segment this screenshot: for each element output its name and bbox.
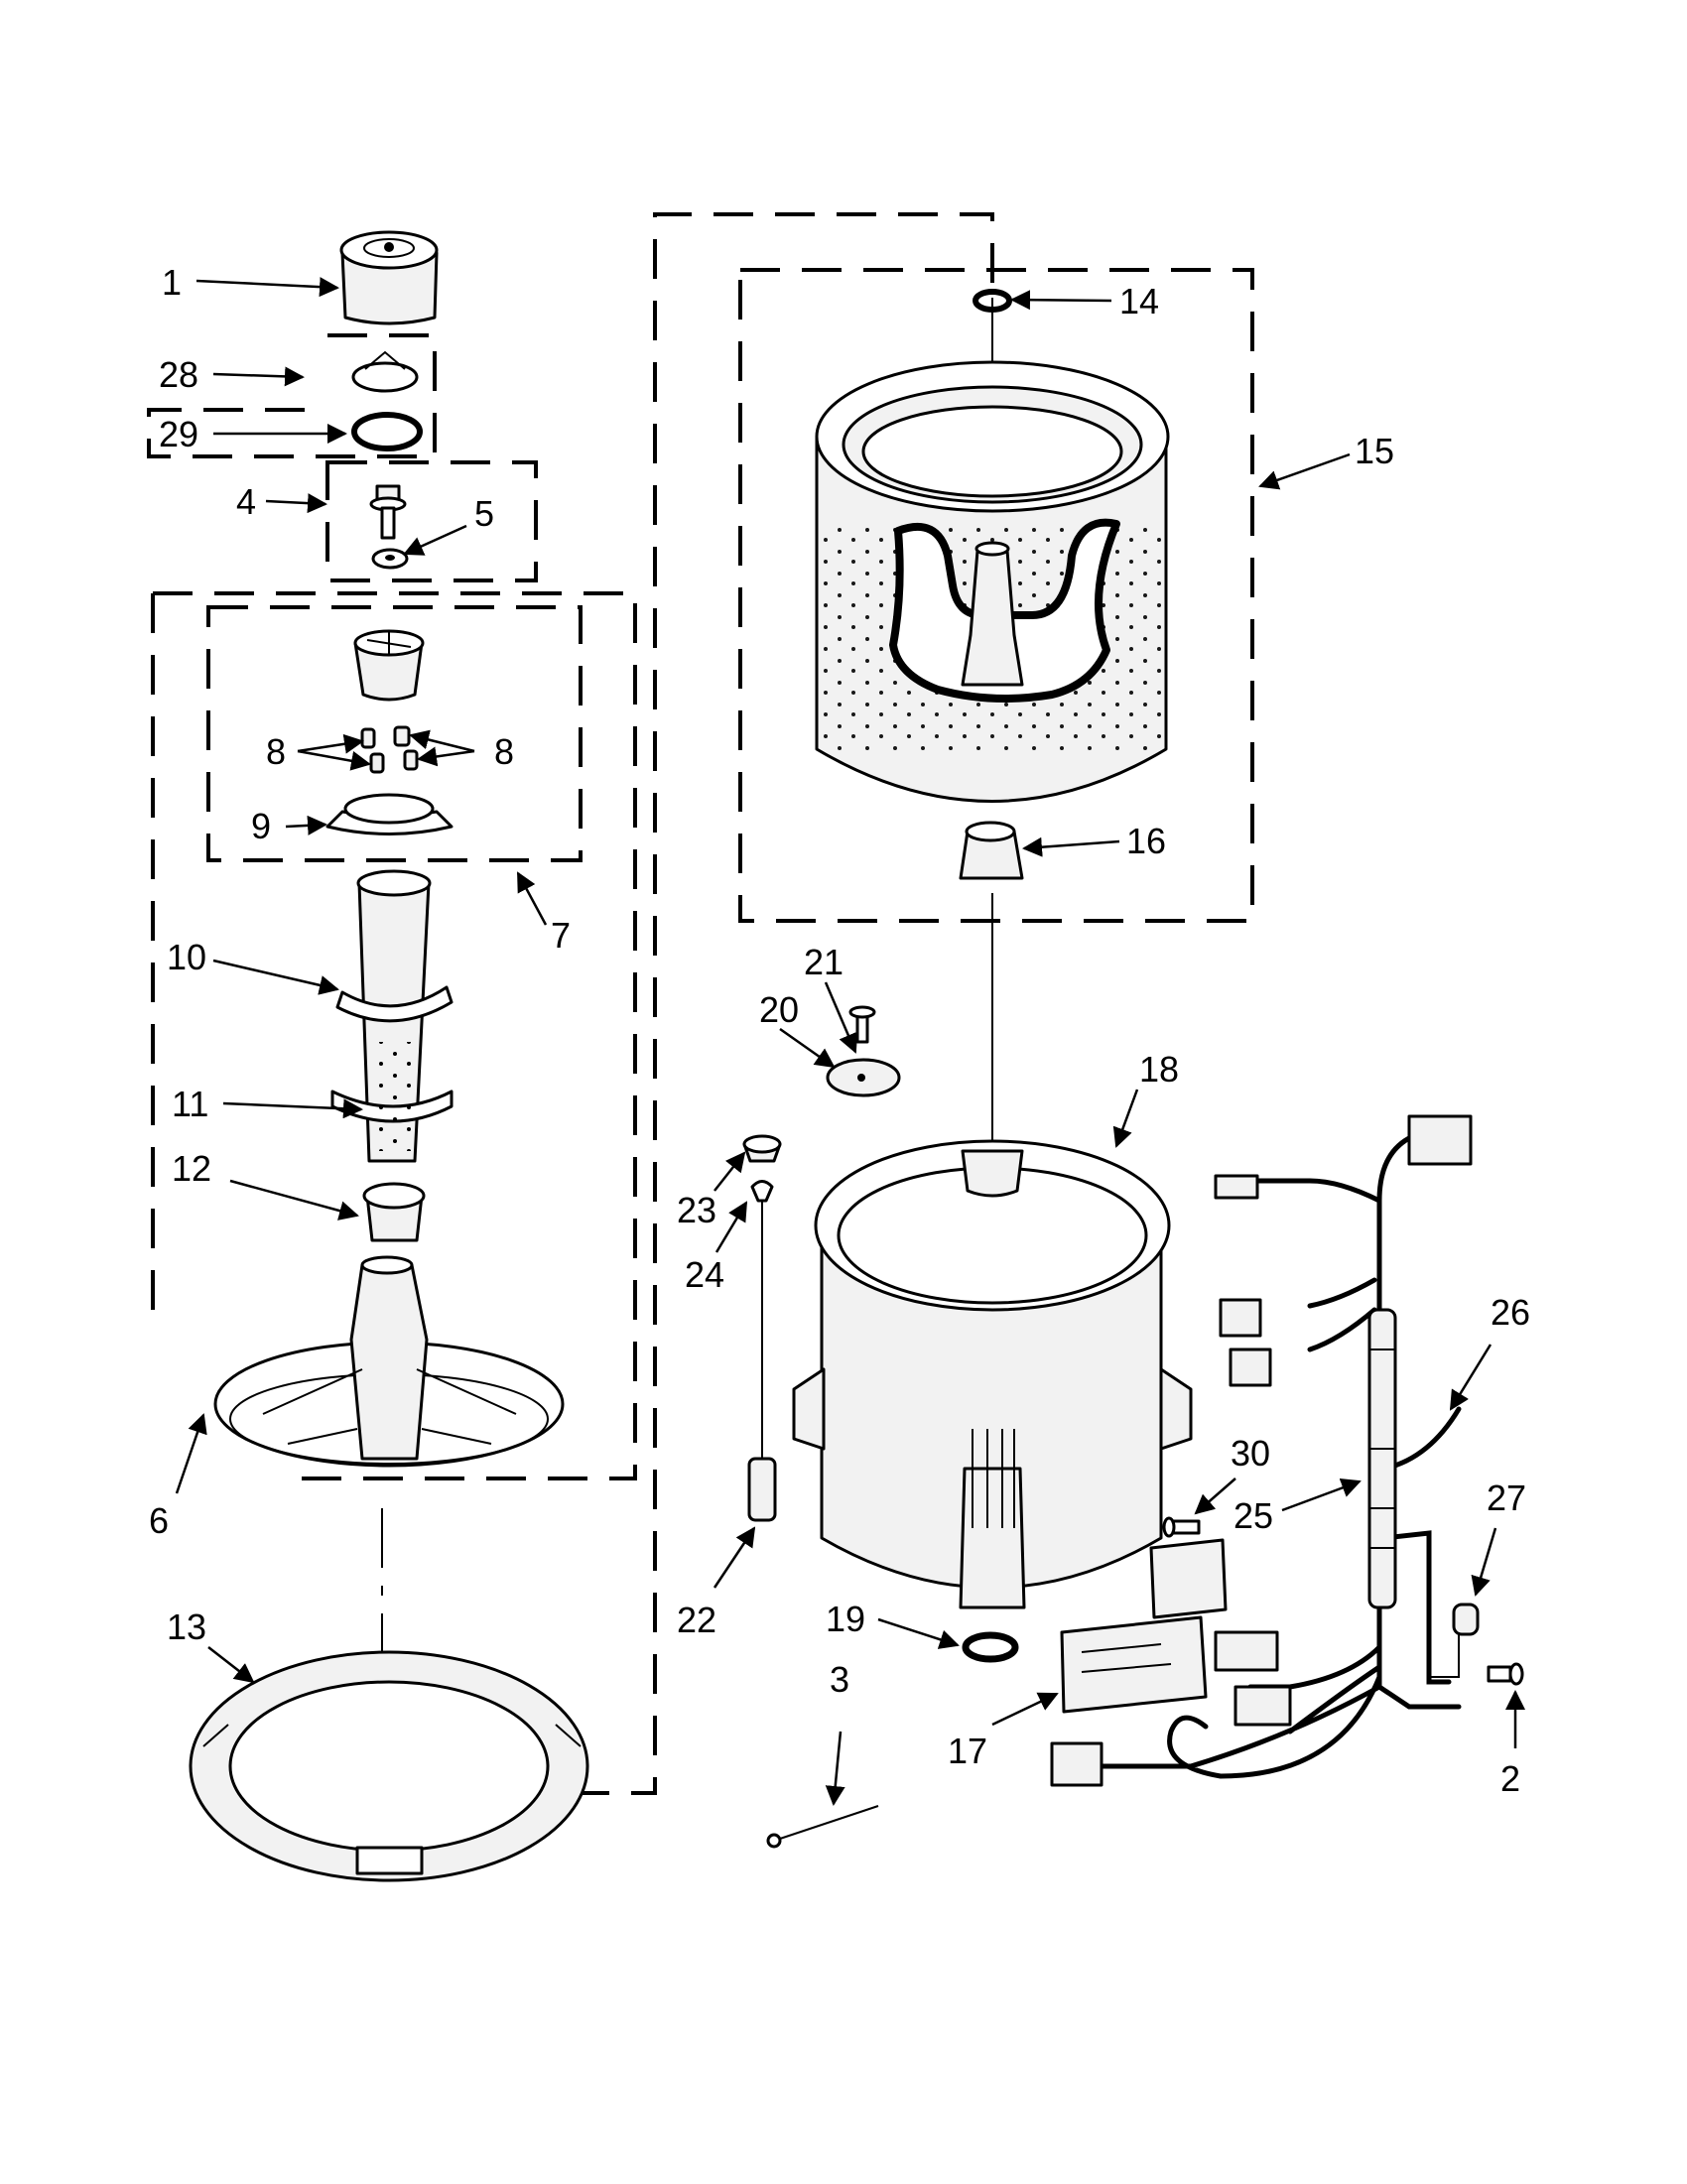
callout-16: 16 [1126,821,1166,861]
part-auger [330,869,454,1163]
group-box-6 [151,591,637,1480]
callout-3: 3 [830,1659,849,1700]
callout-4: 4 [236,481,256,522]
part-seal-ring [351,412,423,451]
callout-21: 21 [804,942,844,982]
callout-15: 15 [1355,431,1394,471]
callout-30: 30 [1231,1433,1270,1474]
callout-23: 23 [677,1190,716,1230]
callout-24: 24 [685,1254,724,1295]
callout-26: 26 [1491,1292,1530,1333]
group-box-15 [738,268,1254,923]
part-agitator-dogs [360,725,419,774]
callout-19: 19 [826,1599,865,1639]
part-agitator-base [213,1255,565,1468]
part-cap-clip [351,350,419,393]
callout-9: 9 [251,806,271,846]
part-wire-tie [766,1805,879,1849]
callout-13: 13 [167,1606,206,1647]
part-tub-bracket [826,1005,901,1097]
group-box-7 [206,605,583,862]
callout-10: 10 [167,937,206,977]
callout-5: 5 [474,493,494,534]
part-cam-guide [325,793,454,835]
callout-11: 11 [172,1084,208,1124]
callout-25: 25 [1233,1495,1273,1536]
part-bolt [369,484,407,540]
callout-2: 2 [1500,1758,1520,1799]
callout-27: 27 [1487,1477,1526,1518]
part-suspension-rod [742,1134,782,1522]
callout-17: 17 [948,1731,987,1771]
part-harness-clamp [1429,1603,1524,1686]
callout-22: 22 [677,1600,716,1640]
leader-lines [175,277,1525,1806]
callout-29: 29 [159,414,198,454]
callout-12: 12 [172,1148,211,1189]
part-agitator-cam [353,629,425,702]
part-spin-basket [815,360,1170,803]
part-pcb-screw [1162,1516,1201,1538]
part-outer-tub [792,1139,1193,1609]
part-control-board [1060,1538,1228,1714]
callout-18: 18 [1139,1049,1179,1090]
callout-28: 28 [159,354,198,395]
part-wire-harness [1050,1114,1473,1787]
part-agitator-cap [339,230,439,325]
callout-7: 7 [551,915,571,956]
group-boxes [147,212,1254,1795]
part-hub-nut [973,289,1012,313]
callout-1: 1 [162,262,182,303]
shaft-routing-loop [380,212,994,1795]
group-box-28-29 [147,333,437,458]
part-coupler [362,1182,426,1242]
callout-6: 6 [149,1500,169,1541]
group-box-4-5 [325,460,538,582]
callout-8b: 8 [494,731,514,772]
callout-8a: 8 [266,731,286,772]
part-drive-bell [959,821,1024,880]
part-balance-ring [189,1650,589,1882]
callout-20: 20 [759,989,799,1030]
part-washer [371,548,409,570]
callout-14: 14 [1119,281,1159,321]
callout-numbers: 1 2 3 4 5 6 7 8 8 9 10 11 12 13 14 15 16… [149,262,1530,1799]
part-tub-seal [962,1631,1019,1663]
